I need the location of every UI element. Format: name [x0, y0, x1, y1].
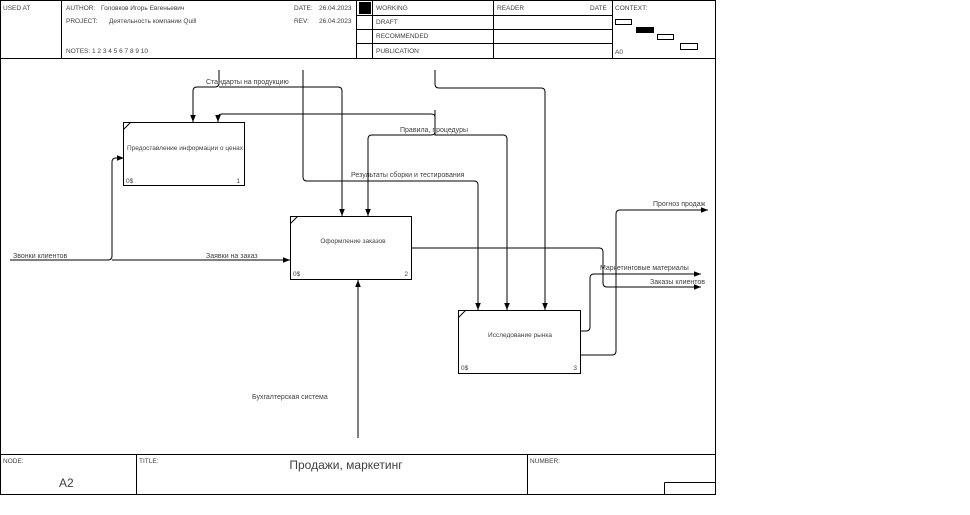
activity-box-2[interactable]: Оформление заказов 0$ 2: [290, 216, 412, 280]
diagram-frame: [0, 58, 716, 495]
rev-label: REV:: [294, 18, 309, 25]
activity-box-1[interactable]: Предоставление информации о ценах 0$ 1: [123, 122, 245, 186]
arrow-forecast: [581, 207, 708, 356]
status-publication: PUBLICATION: [376, 48, 419, 55]
arrow-marketing: [581, 271, 701, 332]
label-client-orders: Заказы клиентов: [650, 279, 705, 286]
working-status-marker: [359, 2, 371, 14]
box-3-number: 3: [573, 365, 577, 372]
label-accounting: Бухгалтерская система: [252, 394, 328, 401]
arrow-rules-box3: [434, 132, 510, 310]
arrow-standards-branch: [219, 86, 345, 216]
used-at-label: USED AT: [3, 5, 30, 12]
arrow-rules-main: [434, 70, 548, 310]
box-2-title: Оформление заказов: [320, 238, 386, 245]
arrow-lines: [10, 70, 708, 438]
box-3-title: Исследование рынка: [488, 332, 552, 339]
project-value: Деятельность компании Quill: [109, 18, 197, 25]
context-node: A0: [615, 49, 623, 56]
label-client-calls: Звонки клиентов: [13, 253, 67, 260]
label-standards: Стандарты на продукцию: [206, 79, 289, 86]
number-label: NUMBER:: [530, 458, 560, 465]
node-value: A2: [59, 476, 74, 490]
arrow-standards: [190, 70, 220, 122]
label-order-requests: Заявки на заказ: [206, 253, 258, 260]
status-recommended: RECOMMENDED: [376, 33, 429, 40]
status-working: WORKING: [376, 5, 408, 12]
box-1-number: 1: [236, 178, 240, 185]
arrow-client-calls: [10, 155, 124, 261]
box-2-number: 2: [404, 271, 408, 278]
date-label: DATE:: [294, 5, 313, 12]
status-draft: DRAFT: [376, 19, 398, 26]
label-marketing: Маркетинговые материалы: [600, 265, 689, 272]
label-test-results: Результаты сборки и тестирования: [351, 171, 465, 179]
activity-box-3[interactable]: Исследование рынка 0$ 3: [458, 310, 581, 374]
project-label: PROJECT:: [66, 18, 98, 25]
arrow-test-results: [302, 70, 481, 310]
context-thumbnail: [615, 19, 698, 50]
author-value: Головков Игорь Евгеньевич: [101, 5, 184, 12]
box-2-code: 0$: [293, 271, 301, 278]
box-1-title: Предоставление информации о ценах: [127, 145, 244, 152]
page-title: Продажи, маркетинг: [289, 458, 403, 472]
notes-label: NOTES: 1 2 3 4 5 6 7 8 9 10: [66, 48, 148, 55]
arrow-orders-output: [412, 247, 701, 290]
label-rules: Правила, процедуры: [400, 127, 468, 134]
reader-label: READER: [497, 5, 524, 12]
label-forecast: Прогноз продаж: [653, 201, 706, 208]
context-label: CONTEXT:: [615, 5, 647, 12]
box-1-code: 0$: [126, 178, 134, 185]
node-label: NODE:: [3, 458, 24, 465]
box-3-code: 0$: [461, 365, 469, 372]
author-label: AUTHOR:: [66, 5, 95, 12]
title-label: TITLE:: [139, 458, 159, 465]
date-value: 26.04.2023: [319, 5, 352, 12]
header-frame: [0, 0, 716, 59]
reader-date-label: DATE: [590, 5, 608, 12]
arrow-rules-box1: [215, 110, 436, 122]
rev-value: 26.04.2023: [319, 18, 352, 25]
